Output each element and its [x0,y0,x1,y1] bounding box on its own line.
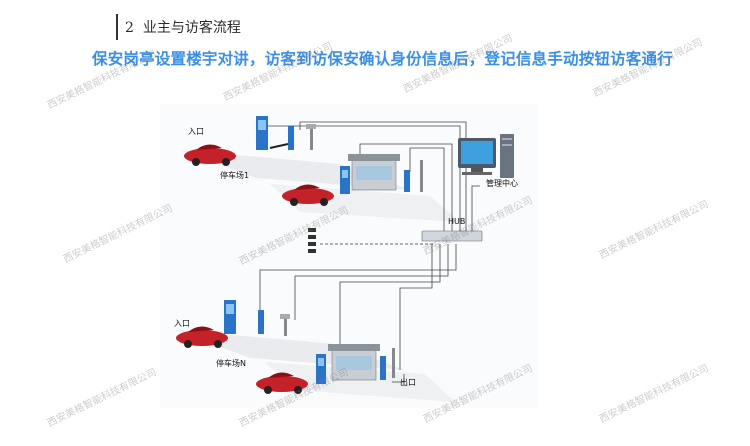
watermark: 西安美格智能科技有限公司 [597,198,711,262]
barrier-gate-3 [258,310,264,334]
car-lot-1 [282,184,334,206]
exit-kiosk-n [316,354,326,384]
entrance-n-label: 入口 [174,319,190,328]
section-title: 业主与访客流程 [142,20,241,36]
camera-pole-3 [284,318,287,336]
barrier-gate-2 [404,170,410,192]
camera-3 [280,314,290,319]
section-bar [116,14,118,40]
lot-n-ground [265,362,455,402]
lot-ellipsis-markers [308,228,316,253]
entrance-1-label: 入口 [188,127,204,136]
exit-kiosk-1 [340,166,350,194]
watermark: 西安美格智能科技有限公司 [45,366,159,430]
car-lot-n [256,372,308,394]
watermark: 西安美格智能科技有限公司 [61,202,175,266]
section-heading: 2 业主与访客流程 [125,17,241,37]
intro-paragraph: 保安岗亭设置楼宇对讲，访客到访保安确认身份信息后，登记信息手动按钮访客通行 [92,50,673,68]
camera-pole-4 [392,348,395,378]
entry-kiosk-n [224,300,236,334]
camera-pole-2 [420,160,423,192]
camera-pole-1 [310,128,313,150]
lot-1-label: 停车场1 [220,170,249,180]
car-entrance-1 [184,144,236,166]
guard-booth-n [328,344,380,381]
barrier-arm-1 [269,143,289,149]
exit-label: 出口 [400,377,416,387]
management-center-label: 管理中心 [486,178,518,188]
hub-device [421,230,483,242]
barrier-gate-1 [288,126,294,150]
diagram-svg: HUB 管理中心 入口 [174,116,518,402]
section-number: 2 [125,20,134,36]
entry-kiosk-1 [256,116,268,150]
parking-system-diagram: HUB 管理中心 入口 [160,104,538,408]
watermark: 西安美格智能科技有限公司 [221,40,335,104]
hub-label: HUB [448,217,465,226]
barrier-gate-4 [380,356,386,380]
management-computer [458,134,514,178]
car-entrance-n [176,326,228,348]
guard-booth-1 [348,154,400,191]
lot-n-label: 停车场N [216,358,246,368]
camera-1 [306,124,316,129]
watermark: 西安美格智能科技有限公司 [597,362,711,426]
